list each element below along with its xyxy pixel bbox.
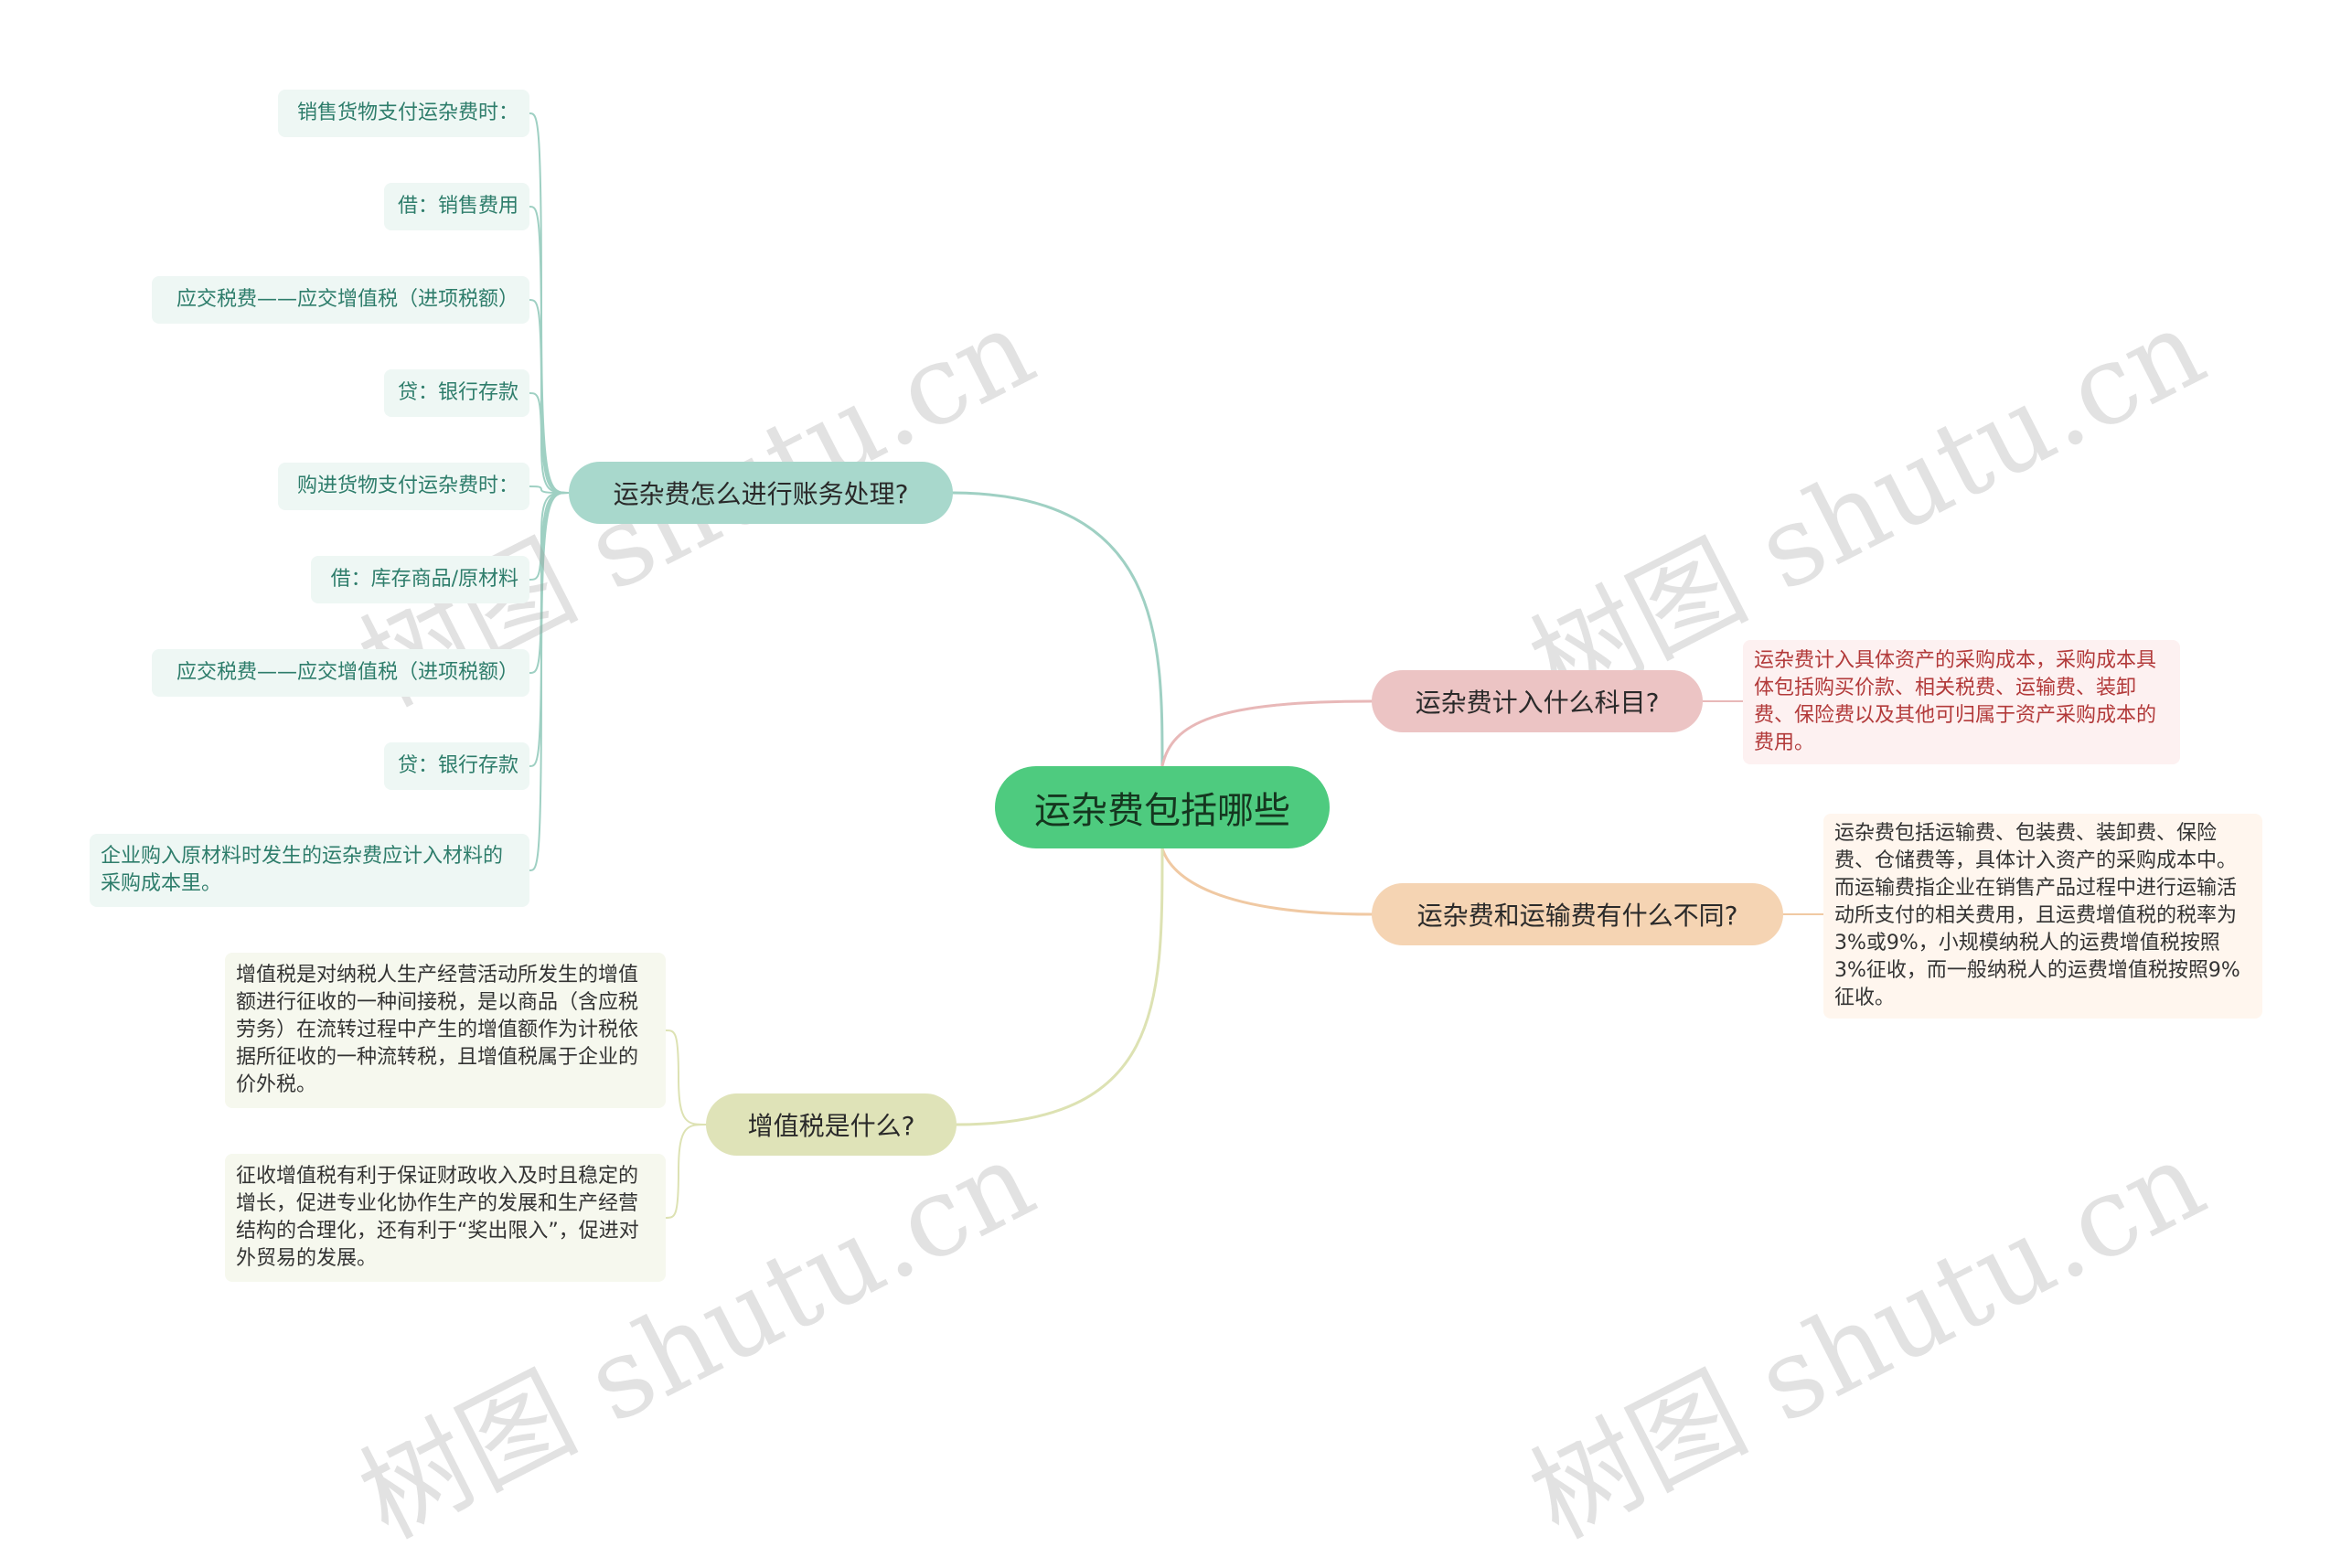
mindmap-canvas: 树图 shutu.cn 树图 shutu.cn 树图 shutu.cn 树图 s… bbox=[90, 90, 2262, 1563]
branch-subject[interactable]: 运杂费计入什么科目? bbox=[1372, 670, 1703, 732]
link-accounting-leaf-5 bbox=[529, 485, 570, 494]
link-vat-leaf-2 bbox=[665, 1124, 707, 1219]
leaf-accounting-4[interactable]: 贷：银行存款 bbox=[384, 369, 529, 417]
leaf-accounting-3[interactable]: 应交税费——应交增值税（进项税额） bbox=[152, 276, 529, 324]
link-center-vat bbox=[955, 847, 1164, 1126]
link-accounting-leaf-2 bbox=[529, 206, 570, 494]
link-center-subject bbox=[1160, 699, 1374, 768]
link-accounting-leaf-8 bbox=[529, 492, 570, 767]
branch-vat[interactable]: 增值税是什么? bbox=[706, 1093, 957, 1156]
link-accounting-leaf-3 bbox=[529, 299, 570, 494]
link-vat-leaf-1 bbox=[665, 1029, 707, 1125]
connector-lines bbox=[529, 112, 1824, 1219]
leaf-accounting-5[interactable]: 购进货物支付运杂费时： bbox=[278, 463, 529, 510]
branch-difference[interactable]: 运杂费和运输费有什么不同? bbox=[1372, 883, 1783, 945]
leaf-accounting-9[interactable]: 企业购入原材料时发生的运杂费应计入材料的采购成本里。 bbox=[90, 834, 529, 907]
branch-accounting[interactable]: 运杂费怎么进行账务处理? bbox=[569, 462, 953, 524]
leaf-vat-2[interactable]: 征收增值税有利于保证财政收入及时且稳定的增长，促进专业化协作生产的发展和生产经营… bbox=[225, 1154, 666, 1282]
leaf-vat-1[interactable]: 增值税是对纳税人生产经营活动所发生的增值额进行征收的一种间接税，是以商品（含应税… bbox=[225, 953, 666, 1108]
leaf-accounting-7[interactable]: 应交税费——应交增值税（进项税额） bbox=[152, 649, 529, 697]
link-accounting-leaf-7 bbox=[529, 492, 570, 674]
link-center-accounting bbox=[951, 491, 1164, 768]
link-accounting-leaf-9 bbox=[529, 492, 570, 871]
link-accounting-leaf-4 bbox=[529, 392, 570, 494]
leaf-accounting-6[interactable]: 借：库存商品/原材料 bbox=[311, 556, 529, 603]
leaf-accounting-8[interactable]: 贷：银行存款 bbox=[384, 742, 529, 790]
leaf-accounting-1[interactable]: 销售货物支付运杂费时： bbox=[278, 90, 529, 137]
leaf-subject[interactable]: 运杂费计入具体资产的采购成本，采购成本具体包括购买价款、相关税费、运输费、装卸费… bbox=[1743, 640, 2180, 764]
leaf-accounting-2[interactable]: 借：销售费用 bbox=[384, 183, 529, 230]
central-topic[interactable]: 运杂费包括哪些 bbox=[995, 766, 1330, 848]
leaf-difference[interactable]: 运杂费包括运输费、包装费、装卸费、保险费、仓储费等，具体计入资产的采购成本中。而… bbox=[1823, 814, 2262, 1019]
link-center-difference bbox=[1160, 847, 1374, 916]
